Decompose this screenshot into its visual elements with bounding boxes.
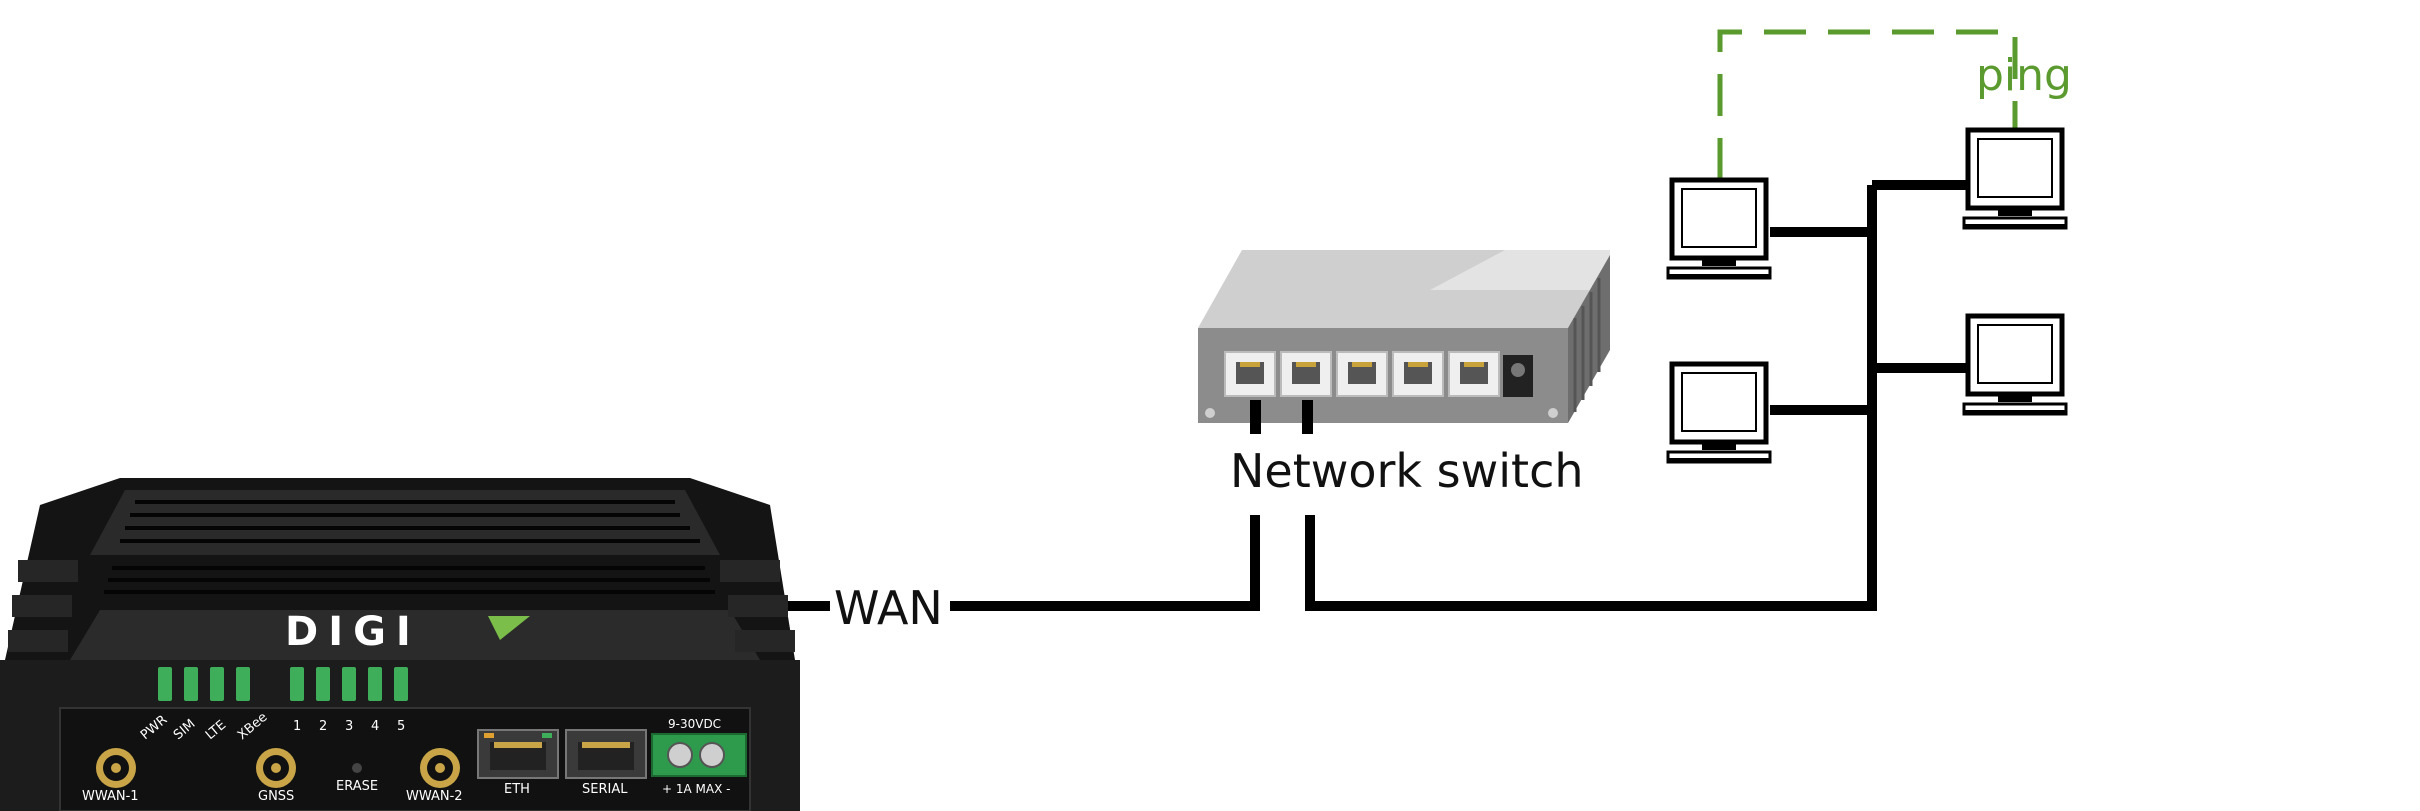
- led-5: [394, 667, 408, 701]
- label-power-bottom: + 1A MAX -: [662, 782, 730, 796]
- router-logo-band: [70, 610, 760, 660]
- antenna-wwan2: WWAN-2: [406, 748, 463, 804]
- led-label-4: 4: [371, 719, 379, 734]
- router-leds: [158, 667, 408, 701]
- switch-screw-left: [1205, 408, 1215, 418]
- label-serial: SERIAL: [582, 782, 628, 797]
- led-label-5: 5: [397, 719, 405, 734]
- switch-label: Network switch: [1230, 444, 1584, 498]
- pc-bottom-right-neck: [1998, 396, 2032, 402]
- switch-port-3: [1336, 351, 1388, 397]
- eth-port: ETH: [477, 729, 559, 797]
- pc-bottom-left-screen: [1681, 372, 1757, 432]
- router-side-fins-right: [720, 560, 795, 652]
- pc-bottom-left: [1666, 361, 1772, 464]
- led-pwr: [158, 667, 172, 701]
- router-logo-accent: [488, 616, 530, 640]
- switch-to-lan-bus-line: [1305, 185, 1877, 611]
- label-wwan2: WWAN-2: [406, 789, 463, 804]
- router-logo: DIGI: [285, 609, 421, 655]
- pc-top-right: [1962, 127, 2068, 230]
- lan-link: [1305, 180, 1970, 611]
- switch-screw-right: [1548, 408, 1558, 418]
- antenna-wwan1: WWAN-1: [82, 748, 139, 804]
- label-wwan1: WWAN-1: [82, 789, 139, 804]
- label-erase: ERASE: [336, 779, 378, 794]
- switch-side-vents: [1573, 278, 1601, 412]
- router: DIGI PWR SIM LTE XBee 1 2 3 4 5: [0, 478, 800, 811]
- erase-button: ERASE: [336, 763, 378, 794]
- pc-top-right-screen: [1977, 138, 2053, 198]
- router-vent-stripes: [104, 500, 715, 594]
- pc-top-left-neck: [1702, 260, 1736, 266]
- pc-bottom-right-screen: [1977, 324, 2053, 384]
- pc-top-right-neck: [1998, 210, 2032, 216]
- label-power-top: 9-30VDC: [668, 717, 721, 731]
- antenna-gnss: GNSS: [256, 748, 296, 804]
- led-sim: [184, 667, 198, 701]
- led-1: [290, 667, 304, 701]
- switch-cable-stub-2: [1302, 400, 1313, 434]
- switch-cable-stub-1: [1250, 400, 1261, 434]
- led-label-2: 2: [319, 719, 327, 734]
- label-eth: ETH: [504, 782, 530, 797]
- led-4: [368, 667, 382, 701]
- wan-label: WAN: [834, 581, 943, 635]
- switch-top-highlight: [1430, 250, 1610, 290]
- led-3: [342, 667, 356, 701]
- led-2: [316, 667, 330, 701]
- pc-bottom-right: [1962, 313, 2068, 416]
- serial-port: SERIAL: [565, 729, 647, 797]
- router-top-panel: [90, 490, 720, 555]
- wan-label-to-switch-line: [950, 515, 1260, 611]
- switch-ports: [1224, 351, 1500, 397]
- ping-dashed-path: [1717, 29, 2018, 180]
- led-label-3: 3: [345, 719, 353, 734]
- pc-top-left-screen: [1681, 188, 1757, 248]
- pc-bottom-left-neck: [1702, 444, 1736, 450]
- led-label-1: 1: [293, 719, 301, 734]
- label-gnss: GNSS: [258, 789, 294, 804]
- led-lte: [210, 667, 224, 701]
- wan-label-bg: [832, 574, 948, 634]
- ping-label: ping: [1976, 50, 2072, 101]
- power-connector: 9-30VDC + 1A MAX -: [651, 717, 747, 796]
- router-side-fins-left: [8, 560, 78, 652]
- network-switch: [1198, 250, 1610, 434]
- led-xbee: [236, 667, 250, 701]
- pc-top-left: [1666, 177, 1772, 280]
